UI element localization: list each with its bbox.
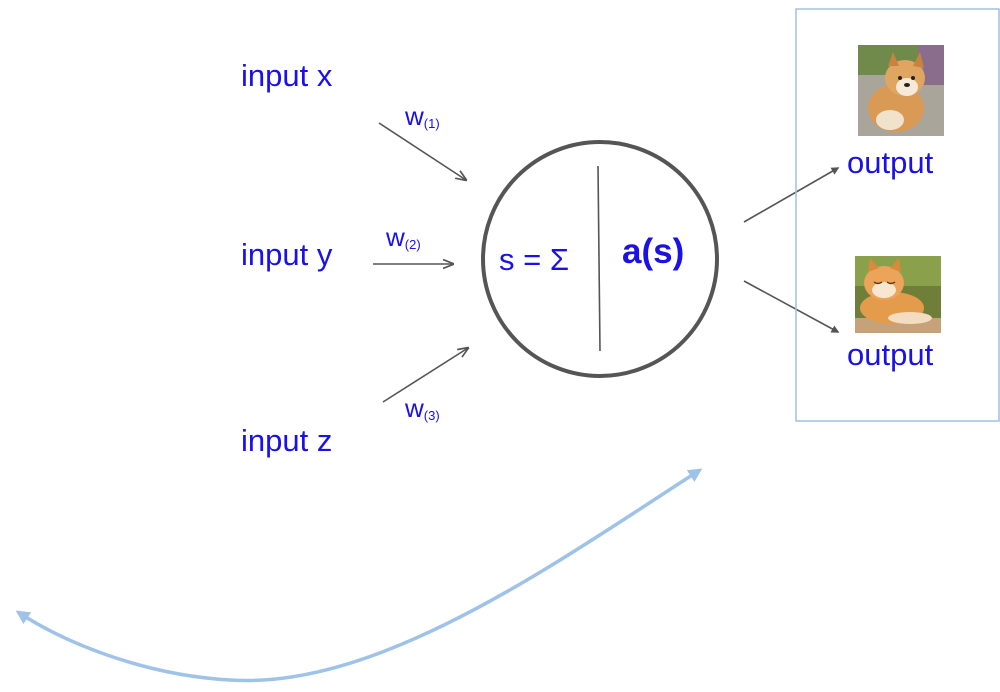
feedback-arrow: [15, 468, 703, 683]
weight-3-label: w(3): [405, 393, 440, 423]
dog-image: [858, 45, 944, 136]
arrow-input-x: [378, 122, 466, 180]
activation-label: a(s): [622, 232, 685, 271]
neuron-circle: [481, 140, 719, 378]
cat-image: [855, 256, 941, 333]
input-z-label: input z: [241, 423, 333, 458]
output-2-label: output: [847, 337, 934, 372]
input-x-label: input x: [241, 58, 333, 93]
neuron-divider: [597, 165, 601, 352]
output-box: [795, 8, 1000, 422]
weight-1-label: w(1): [405, 101, 440, 131]
sum-label: s = Σ: [499, 242, 569, 277]
arrow-output-1: [743, 167, 840, 223]
arrow-output-2: [743, 280, 840, 333]
input-y-label: input y: [241, 237, 333, 272]
arrow-input-z: [382, 348, 468, 403]
output-1-label: output: [847, 145, 934, 180]
weight-2-label: w(2): [386, 222, 421, 252]
